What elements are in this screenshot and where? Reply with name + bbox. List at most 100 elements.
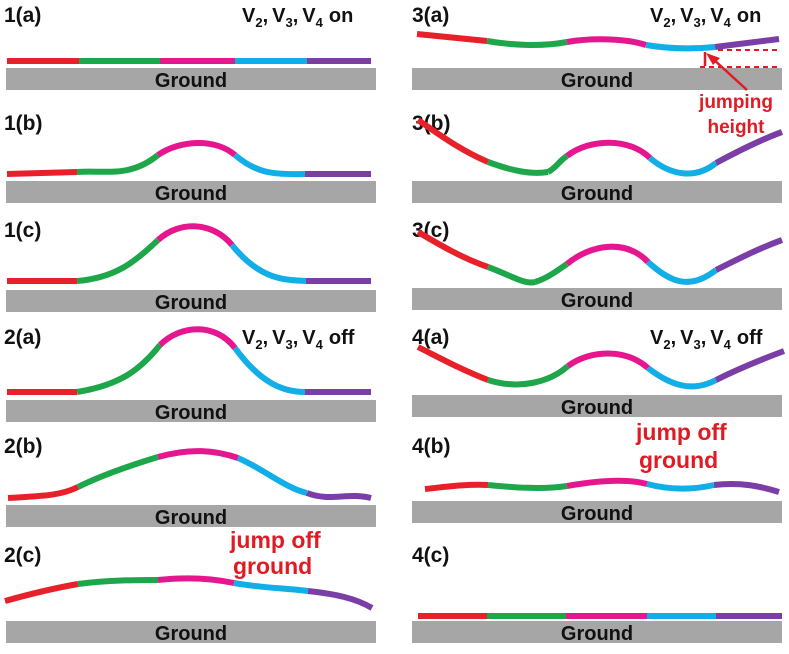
- panel-1b: 1(b) Ground: [4, 112, 376, 205]
- ground-label: Ground: [561, 503, 633, 525]
- ground-label: Ground: [561, 70, 633, 92]
- segment-2: [486, 38, 568, 48]
- panel-4c: 4(c) Ground: [412, 544, 782, 645]
- panel-label-1a: 1(a): [4, 4, 41, 27]
- panel-1c: 1(c) Ground: [4, 219, 376, 314]
- jumping-height-line2: height: [708, 117, 766, 138]
- panel-4b: 4(b) jump off ground Ground: [412, 419, 782, 525]
- segment-2b: [534, 261, 569, 285]
- segment-4: [645, 42, 716, 52]
- segment-1: [416, 117, 490, 165]
- ground-label: Ground: [561, 397, 633, 419]
- panel-label-4a: 4(a): [412, 326, 449, 349]
- segment-2: [76, 152, 160, 175]
- segment-3: [565, 243, 651, 267]
- ground-bar: [412, 288, 782, 310]
- panel-label-2c: 2(c): [4, 544, 41, 567]
- segment-4: [232, 346, 306, 395]
- ground-bar: [6, 181, 376, 203]
- segment-1: [416, 229, 489, 270]
- segment-1: [6, 169, 78, 177]
- panel-3b: 3(b) Ground: [412, 112, 784, 205]
- segment-5: [714, 237, 784, 273]
- segment-3: [155, 223, 235, 248]
- jump-off-line1: jump off: [229, 527, 321, 553]
- ground-bar: [6, 400, 376, 422]
- segment-1: [416, 31, 488, 44]
- segment-3: [157, 448, 239, 461]
- segment-4: [233, 580, 309, 594]
- panel-3c: 3(c) Ground: [412, 219, 784, 312]
- segment-2: [77, 577, 159, 587]
- panel-label-4c: 4(c): [412, 544, 449, 567]
- panel-2c: 2(c) jump off ground Ground: [4, 527, 376, 645]
- ground-bar: [412, 501, 782, 523]
- segment-5: [714, 36, 780, 50]
- panel-label-3a: 3(a): [412, 4, 449, 27]
- panel-label-1c: 1(c): [4, 219, 41, 242]
- ground-bar: [412, 68, 782, 90]
- segment-5: [714, 129, 784, 166]
- segment-4: [646, 481, 715, 492]
- segment-3: [566, 477, 648, 489]
- ground-bar: [6, 505, 376, 527]
- segment-4: [229, 243, 307, 284]
- ground-bar: [6, 68, 376, 90]
- segment-2: [487, 482, 568, 491]
- segment-4: [646, 365, 718, 390]
- ground-bar: [412, 621, 782, 643]
- segment-4: [233, 152, 306, 178]
- segment-1: [4, 581, 79, 604]
- ground-label: Ground: [155, 402, 227, 424]
- segment-2b: [546, 153, 569, 175]
- segment-3: [156, 140, 237, 158]
- panel-label-1b: 1(b): [4, 112, 43, 135]
- ground-bar: [412, 181, 782, 203]
- arrow-head-icon: [706, 53, 720, 65]
- segment-3: [566, 350, 650, 371]
- segment-3: [566, 36, 647, 48]
- jump-off-line2: ground: [233, 553, 312, 579]
- jump-off-line1: jump off: [635, 419, 727, 445]
- segment-1: [416, 344, 490, 383]
- jump-off-line2: ground: [639, 447, 718, 473]
- jumping-height-line1: jumping: [698, 92, 773, 113]
- panel-label-3b: 3(b): [412, 112, 451, 135]
- jump-height-arrow-shaft: [711, 57, 748, 91]
- ground-label: Ground: [561, 623, 633, 645]
- segment-3: [565, 139, 653, 161]
- segment-4: [236, 455, 308, 496]
- segment-3: [157, 326, 238, 350]
- ground-label: Ground: [155, 507, 227, 529]
- segment-1: [7, 484, 80, 501]
- panel-label-4b: 4(b): [412, 435, 451, 458]
- segment-2: [486, 264, 536, 286]
- segment-5: [307, 588, 374, 611]
- ground-label: Ground: [561, 290, 633, 312]
- ground-label: Ground: [155, 183, 227, 205]
- ground-bar: [6, 290, 376, 312]
- panel-2b: 2(b) Ground: [4, 435, 376, 529]
- segment-2: [487, 363, 570, 388]
- panel-label-2b: 2(b): [4, 435, 43, 458]
- ground-label: Ground: [155, 292, 227, 314]
- segment-2: [76, 343, 163, 395]
- segment-1: [424, 481, 489, 492]
- ground-label: Ground: [155, 70, 227, 92]
- ground-label: Ground: [155, 623, 227, 645]
- segment-5: [305, 490, 372, 501]
- segment-2: [76, 237, 161, 284]
- segment-3: [157, 575, 235, 586]
- ground-label: Ground: [561, 183, 633, 205]
- segment-2: [486, 159, 549, 176]
- ground-bar: [412, 395, 782, 417]
